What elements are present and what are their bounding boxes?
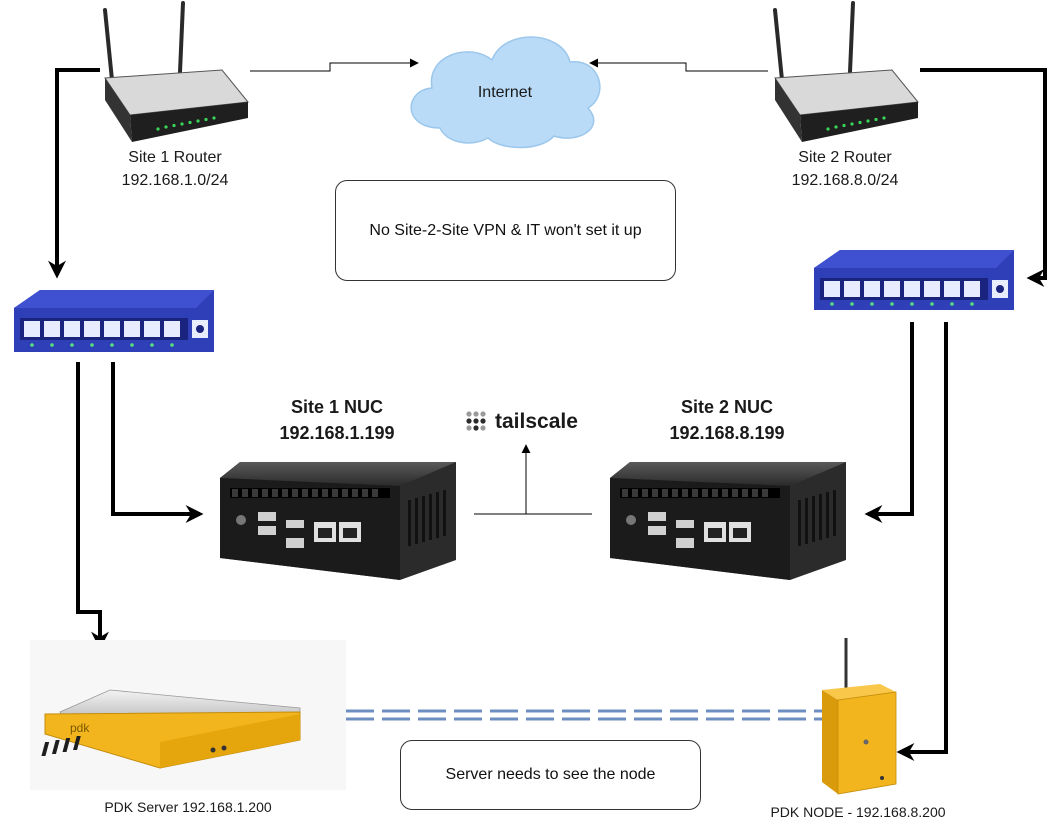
site1-router-icon xyxy=(103,1,249,142)
site1-router-subnet: 192.168.1.0/24 xyxy=(122,172,229,189)
server-node-wireless-link xyxy=(346,709,822,721)
no-vpn-note-text: No Site-2-Site VPN & IT won't set it up xyxy=(369,221,642,239)
nuc-tailscale-link xyxy=(474,444,592,515)
tailscale-label: tailscale xyxy=(495,410,578,433)
no-vpn-note: No Site-2-Site VPN & IT won't set it up xyxy=(335,180,676,281)
server-needs-node-note: Server needs to see the node xyxy=(400,740,701,810)
pdk-node-icon xyxy=(822,638,897,795)
site2-router-to-switch-link xyxy=(920,68,1047,287)
site1-nuc-name: Site 1 NUC xyxy=(291,397,383,417)
site1-nuc-ip: 192.168.1.199 xyxy=(279,423,394,443)
tailscale-logo-icon xyxy=(466,411,486,431)
site2-nuc-ip: 192.168.8.199 xyxy=(669,423,784,443)
pdk-server-logo: pdk xyxy=(70,721,90,735)
site1-switch-to-server-link xyxy=(76,362,109,650)
pdk-server-label: PDK Server 192.168.1.200 xyxy=(104,799,272,815)
site1-switch-icon xyxy=(14,290,214,352)
internet-cloud: Internet xyxy=(410,36,601,149)
site2-nuc-icon xyxy=(610,462,846,580)
site2-router-icon xyxy=(773,1,919,142)
site1-router-name: Site 1 Router xyxy=(128,149,222,166)
pdk-server-icon: pdk xyxy=(30,640,346,790)
site2-nuc-name: Site 2 NUC xyxy=(681,397,773,417)
site2-to-internet-link xyxy=(589,58,768,72)
site2-router-name: Site 2 Router xyxy=(798,149,892,166)
site1-nuc-icon xyxy=(220,462,456,580)
pdk-node-label: PDK NODE - 192.168.8.200 xyxy=(770,804,945,820)
site1-router-to-switch-link xyxy=(48,68,100,279)
site2-switch-to-node-link xyxy=(896,322,948,761)
internet-label: Internet xyxy=(478,84,533,101)
site2-switch-to-nuc-link xyxy=(864,322,914,523)
site1-switch-to-nuc-link xyxy=(111,362,204,523)
site2-switch-icon xyxy=(814,250,1014,310)
server-needs-node-note-text: Server needs to see the node xyxy=(445,766,656,783)
site1-to-internet-link xyxy=(250,58,419,72)
site2-router-subnet: 192.168.8.0/24 xyxy=(792,172,899,189)
